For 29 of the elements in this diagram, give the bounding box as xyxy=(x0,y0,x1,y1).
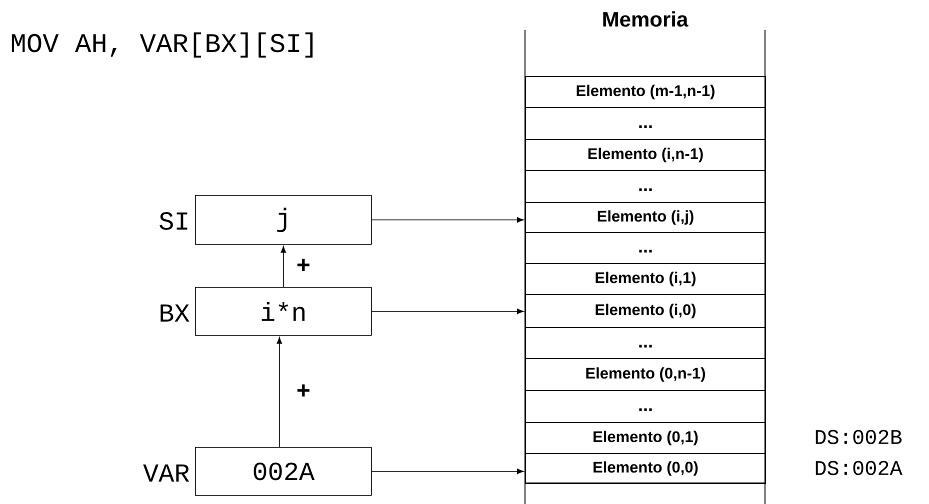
ellipsis-cell: ... xyxy=(525,232,766,264)
register-box: j xyxy=(195,195,372,245)
memory-cell: Elemento (i,j) xyxy=(525,202,766,233)
arrow xyxy=(371,217,524,223)
arrow xyxy=(371,468,524,474)
memory-cell: Elemento (0,n-1) xyxy=(525,358,766,391)
ellipsis-cell: ... xyxy=(525,107,766,140)
memory-cell: Elemento (0,1) xyxy=(525,422,766,454)
register-box: 002A xyxy=(195,447,372,496)
register-box: i*n xyxy=(195,287,372,336)
memory-cell: Elemento (i,1) xyxy=(525,263,766,295)
address-label: DS:002A xyxy=(816,460,902,476)
register-name: BX xyxy=(160,304,190,322)
register-name: VAR xyxy=(143,464,190,482)
arrow xyxy=(280,246,286,288)
address-label: DS:002B xyxy=(816,430,902,444)
memory-cell: Elemento (i,n-1) xyxy=(525,139,766,171)
memory-cell: Elemento (i,0) xyxy=(525,294,766,328)
arrow xyxy=(276,337,282,448)
memory-cell: Elemento (m-1,n-1) xyxy=(525,76,766,108)
instruction-text: MOV AH, VAR[BX][SI] xyxy=(12,32,313,58)
ellipsis-cell: ... xyxy=(525,327,766,359)
edge-label: + xyxy=(297,384,310,397)
edge-label: + xyxy=(297,258,310,272)
register-name: SI xyxy=(160,212,188,230)
ellipsis-cell: ... xyxy=(525,390,766,423)
arrow xyxy=(371,308,524,314)
ellipsis-cell: ... xyxy=(525,170,766,203)
memory-cell: Elemento (0,0) xyxy=(525,453,766,484)
